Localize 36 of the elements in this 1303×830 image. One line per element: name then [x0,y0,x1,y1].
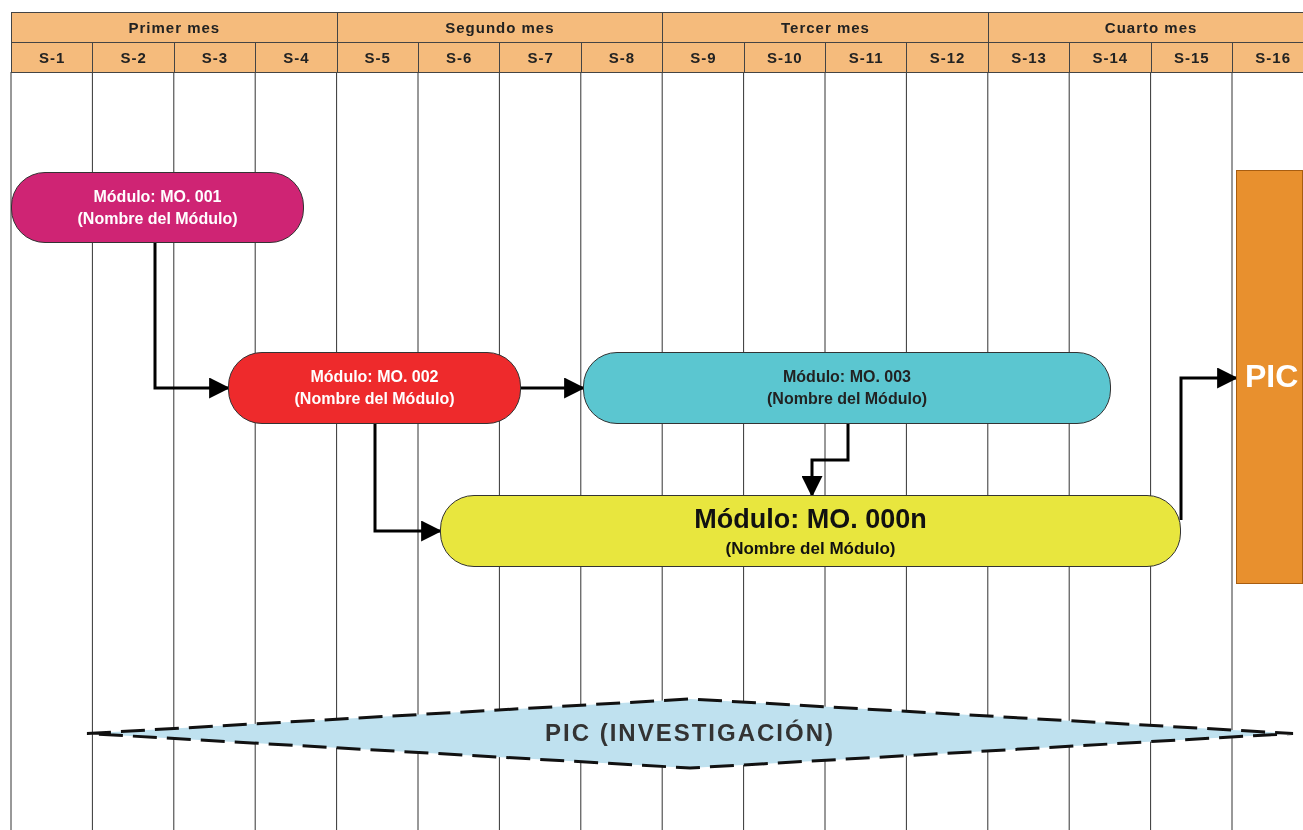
week-header: S-6 [418,42,501,73]
week-header: S-16 [1232,42,1303,73]
week-header: S-12 [906,42,989,73]
module-pill [11,172,304,243]
module-title: Módulo: MO. 001 [93,186,222,207]
week-header: S-8 [580,42,664,73]
month-header: Tercer mes [662,12,989,43]
module-title: Módulo: MO. 000n [694,503,927,537]
month-header: Primer mes [11,12,338,43]
week-header: S-10 [743,42,826,73]
week-header: S-15 [1150,42,1233,73]
week-header: S-11 [825,42,908,73]
month-header: Cuarto mes [987,12,1303,43]
month-header: Segundo mes [336,12,664,43]
week-header: S-9 [662,42,745,73]
module-pill [440,495,1181,567]
week-header: S-4 [255,42,338,73]
decision-diamond [85,697,1295,770]
module-title: PIC [1245,357,1299,397]
module-title: PIC (INVESTIGACIÓN) [545,718,835,749]
module-title: Módulo: MO. 003 [783,367,911,388]
week-header: S-13 [987,42,1071,73]
module-pill [228,352,521,424]
module-subtitle: (Nombre del Módulo) [77,208,238,229]
module-pill [583,352,1111,424]
week-header: S-3 [173,42,257,73]
week-header: S-1 [11,42,94,73]
week-header: S-5 [336,42,419,73]
week-header: S-7 [499,42,582,73]
week-header: S-14 [1069,42,1152,73]
module-subtitle: (Nombre del Módulo) [294,389,455,409]
module-title: Módulo: MO. 002 [310,367,439,388]
process-box [1236,170,1303,584]
week-header: S-2 [92,42,175,73]
module-subtitle: (Nombre del Módulo) [767,389,927,409]
module-subtitle: (Nombre del Módulo) [725,537,896,560]
